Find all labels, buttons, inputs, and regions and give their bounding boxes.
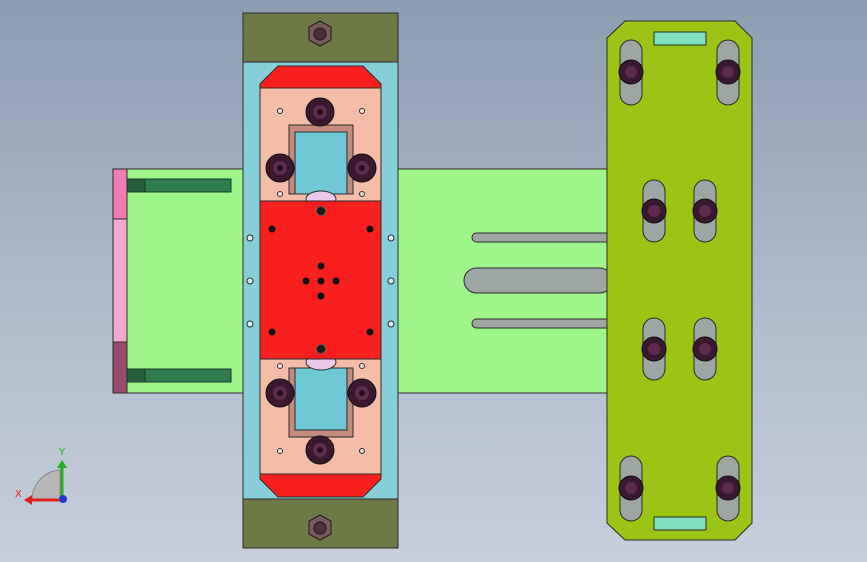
frame-hole bbox=[246, 277, 254, 285]
triad-x-label: X bbox=[15, 489, 22, 500]
plate-hole bbox=[359, 191, 365, 197]
rail-slot-upper[interactable] bbox=[471, 232, 613, 243]
bolt-icon[interactable] bbox=[305, 435, 335, 465]
center-screw bbox=[316, 344, 326, 354]
hex-nut-icon[interactable] bbox=[308, 514, 332, 541]
red-plate-hole bbox=[268, 328, 276, 336]
lime-plate[interactable] bbox=[606, 20, 753, 541]
center-hole bbox=[332, 277, 340, 285]
rail-slot-center[interactable] bbox=[463, 267, 613, 294]
end-strip-middle bbox=[112, 218, 128, 343]
center-hole bbox=[317, 292, 325, 300]
bolt-icon[interactable] bbox=[265, 153, 295, 183]
plate-hole bbox=[277, 191, 283, 197]
window-bottom[interactable] bbox=[294, 367, 348, 431]
plate-hole bbox=[277, 363, 283, 369]
hex-nut-icon[interactable] bbox=[308, 20, 332, 47]
fixture-frame[interactable] bbox=[242, 12, 399, 549]
frame-hole bbox=[387, 277, 395, 285]
plate-hole bbox=[359, 108, 365, 114]
bolt-icon[interactable] bbox=[692, 336, 718, 362]
axis-triad[interactable]: X Y bbox=[15, 447, 67, 505]
center-hole bbox=[302, 277, 310, 285]
frame-hole bbox=[246, 320, 254, 328]
bolt-icon[interactable] bbox=[618, 59, 644, 85]
plate-hole bbox=[359, 363, 365, 369]
bolt-icon[interactable] bbox=[265, 378, 295, 408]
bolt-icon[interactable] bbox=[715, 475, 741, 501]
mint-tab-bottom[interactable] bbox=[653, 516, 707, 531]
red-plate-hole bbox=[366, 225, 374, 233]
bolt-icon[interactable] bbox=[347, 153, 377, 183]
triad-origin bbox=[59, 495, 67, 503]
bolt-icon[interactable] bbox=[715, 59, 741, 85]
end-strip-bottom bbox=[112, 341, 128, 394]
frame-hole bbox=[246, 234, 254, 242]
bolt-icon[interactable] bbox=[347, 378, 377, 408]
center-hole bbox=[317, 262, 325, 270]
red-cap-bottom[interactable] bbox=[259, 473, 382, 498]
frame-hole bbox=[387, 234, 395, 242]
guide-bar-bottom-end bbox=[126, 368, 146, 383]
end-strip-top bbox=[112, 168, 128, 220]
bolt-icon[interactable] bbox=[641, 198, 667, 224]
y-axis-arrowhead bbox=[57, 460, 67, 468]
red-plate-hole bbox=[366, 328, 374, 336]
bolt-icon[interactable] bbox=[305, 97, 335, 127]
rail-slot-lower[interactable] bbox=[471, 318, 613, 329]
triad-y-label: Y bbox=[58, 447, 66, 458]
plate-hole bbox=[359, 448, 365, 454]
frame-hole bbox=[387, 320, 395, 328]
x-axis-arrowhead bbox=[24, 495, 32, 505]
red-cap-top[interactable] bbox=[259, 65, 382, 89]
mounting-plate[interactable] bbox=[606, 20, 753, 541]
center-screw bbox=[316, 206, 326, 216]
plate-hole bbox=[277, 448, 283, 454]
guide-bar-top-end bbox=[126, 178, 146, 193]
center-hole bbox=[317, 277, 325, 285]
plate-hole bbox=[277, 108, 283, 114]
bolt-icon[interactable] bbox=[641, 336, 667, 362]
mint-tab-top[interactable] bbox=[653, 31, 707, 46]
window-top[interactable] bbox=[294, 131, 348, 195]
triad-plane-icon bbox=[31, 469, 61, 501]
red-plate-hole bbox=[268, 225, 276, 233]
bolt-icon[interactable] bbox=[692, 198, 718, 224]
bolt-icon[interactable] bbox=[618, 475, 644, 501]
